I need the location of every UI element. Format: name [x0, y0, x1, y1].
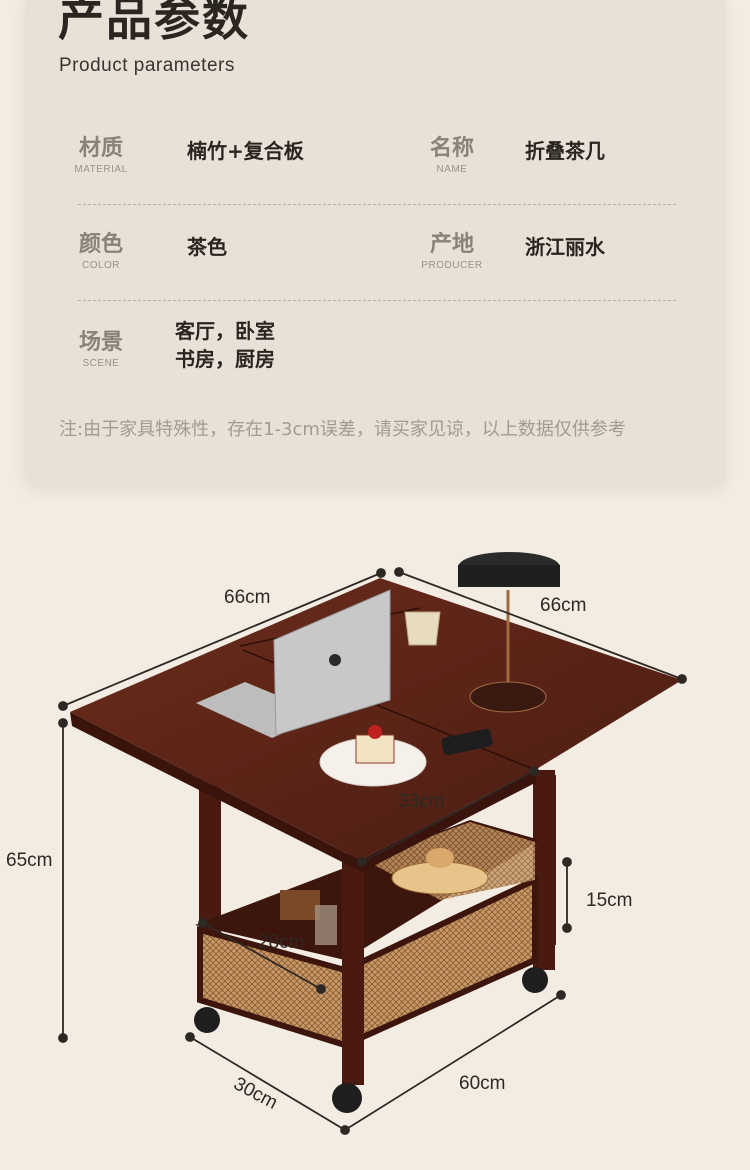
cherry	[368, 725, 382, 739]
param-label-name: 名称 NAME	[407, 136, 497, 175]
dim-base-width: 60cm	[459, 1073, 506, 1094]
param-label-cn: 产地	[429, 232, 474, 257]
param-label-material: 材质 MATERIAL	[56, 136, 146, 175]
param-value-scene-line1: 客厅，卧室	[175, 319, 275, 343]
page-title: 产品参数	[58, 0, 250, 46]
dimension-dot	[357, 857, 367, 867]
param-label-cn: 名称	[429, 136, 474, 161]
dimension-dot	[677, 674, 687, 684]
table-top	[70, 578, 682, 860]
folding-table-illustration	[58, 552, 687, 1135]
dimension-dot	[562, 857, 572, 867]
param-label-en: COLOR	[81, 260, 121, 271]
dimension-dot	[185, 1032, 195, 1042]
param-label-color: 颜色 COLOR	[56, 232, 146, 271]
param-label-producer: 产地 PRODUCER	[407, 232, 497, 271]
apple-logo-icon	[329, 654, 341, 666]
lamp-base	[469, 681, 547, 713]
caster-wheel	[522, 967, 548, 993]
lamp-shade-body	[458, 565, 560, 587]
dim-top-depth: 66cm	[540, 595, 587, 616]
param-label-cn: 场景	[78, 330, 123, 355]
param-label-cn: 颜色	[78, 232, 123, 257]
page-subtitle: Product parameters	[59, 55, 235, 76]
dimension-dot	[529, 766, 539, 776]
dim-shelf-height: 15cm	[586, 890, 633, 911]
bottle	[315, 905, 337, 945]
dimension-line	[189, 1036, 346, 1131]
power-socket	[441, 728, 493, 756]
dimension-line	[344, 994, 562, 1131]
param-value-name: 折叠茶几	[525, 139, 605, 163]
dim-height: 65cm	[6, 850, 53, 871]
dimension-line	[398, 571, 683, 680]
dim-top-width: 66cm	[224, 587, 271, 608]
param-label-scene: 场景 SCENE	[56, 330, 146, 369]
coffee-cup	[404, 611, 441, 646]
dimension-dot	[316, 984, 326, 994]
param-label-en: SCENE	[82, 358, 120, 369]
book	[280, 890, 320, 920]
table-edge	[70, 712, 362, 872]
param-label-en: MATERIAL	[74, 164, 128, 175]
param-label-en: PRODUCER	[421, 260, 483, 271]
caster-wheel	[332, 1083, 362, 1113]
dimension-dot	[376, 568, 386, 578]
divider	[78, 300, 676, 301]
disclaimer-note: 注:由于家具特殊性，存在1-3cm误差，请买家见谅，以上数据仅供参考	[59, 419, 626, 440]
table-leg	[540, 775, 556, 945]
dimension-dot	[198, 918, 208, 928]
dimension-dot	[58, 701, 68, 711]
lamp-base	[426, 848, 454, 868]
dimension-dot	[562, 923, 572, 933]
param-label-cn: 材质	[78, 136, 123, 161]
dimension-line	[62, 572, 382, 707]
dim-leaf-width: 33cm	[398, 791, 445, 812]
param-label-en: NAME	[436, 164, 468, 175]
parameter-panel	[25, 0, 725, 485]
dimension-dot	[394, 567, 404, 577]
table-edge	[360, 770, 537, 872]
table-leg	[342, 855, 364, 1085]
dimension-dot	[556, 990, 566, 1000]
param-value-scene-line2: 书房，厨房	[175, 347, 275, 371]
param-value-producer: 浙江丽水	[525, 235, 605, 259]
dimension-dot	[58, 1033, 68, 1043]
dimension-line	[361, 770, 535, 863]
dimension-line	[202, 922, 322, 990]
dim-basket-depth: 28cm	[258, 932, 305, 953]
dimension-dot	[58, 718, 68, 728]
caster-wheel	[194, 1007, 220, 1033]
param-value-material: 楠竹+复合板	[187, 139, 304, 163]
param-value-color: 茶色	[187, 235, 227, 259]
cake	[355, 734, 395, 764]
divider	[78, 204, 676, 205]
